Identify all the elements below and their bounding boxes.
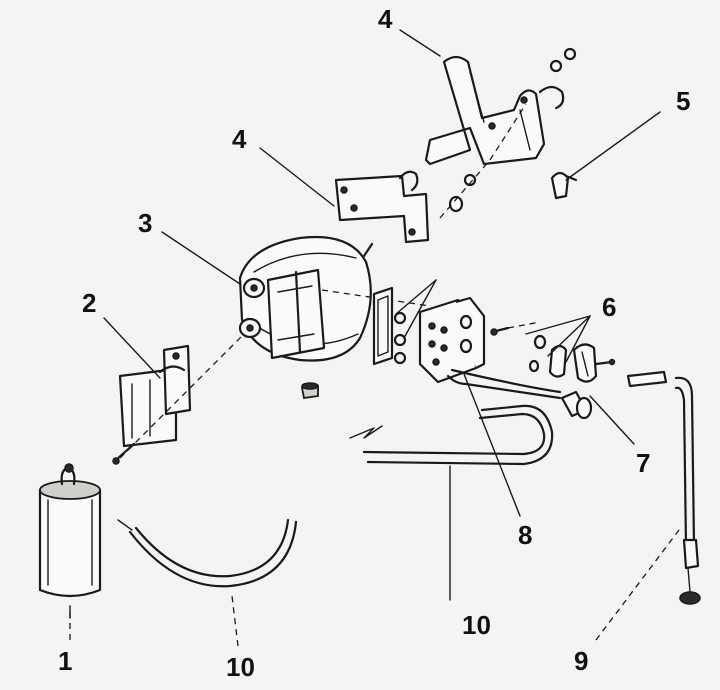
part-screw — [112, 442, 136, 465]
part-tube — [626, 370, 701, 605]
part-clip — [550, 171, 578, 200]
callout-1: 1 — [58, 646, 72, 676]
part-valve-block — [418, 296, 593, 420]
part-washers — [528, 334, 568, 378]
callout-9: 9 — [574, 646, 588, 676]
part-valve-screw — [490, 326, 510, 336]
part-hose-left — [117, 518, 298, 588]
leader-lines — [69, 29, 683, 647]
callout-6: 6 — [602, 292, 616, 322]
part-wire-loop — [349, 404, 554, 466]
screw-axis — [507, 321, 541, 329]
axis-line — [321, 289, 431, 307]
part-gasket — [372, 286, 394, 366]
callout-10-middle: 10 — [462, 610, 491, 640]
callout-10-lower: 10 — [226, 652, 255, 682]
callout-5: 5 — [676, 86, 690, 116]
callout-4-upper: 4 — [378, 4, 393, 34]
callout-8: 8 — [518, 520, 532, 550]
part-o-rings — [393, 311, 407, 365]
part-plug — [300, 382, 319, 400]
callout-7: 7 — [636, 448, 650, 478]
part-bushings — [439, 103, 527, 219]
part-bracket — [118, 344, 192, 448]
part-bracket-4-left — [334, 170, 430, 244]
callout-4-lower: 4 — [232, 124, 247, 154]
part-cap — [572, 343, 616, 383]
callout-2: 2 — [82, 288, 96, 318]
part-bracket-4-right — [424, 47, 577, 166]
screw-line — [119, 327, 251, 459]
callout-3: 3 — [138, 208, 152, 238]
part-diaphragm-housing — [238, 236, 374, 362]
callout-labels: 1 2 3 4 4 5 6 7 8 9 10 10 — [58, 4, 690, 682]
part-canister — [38, 463, 102, 598]
